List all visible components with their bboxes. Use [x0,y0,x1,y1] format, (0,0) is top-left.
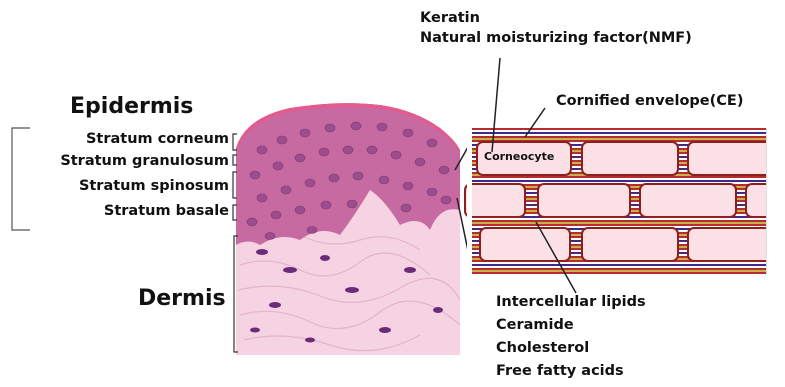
cornified-envelope-label: Cornified envelope(CE) [556,91,743,111]
epidermis-label: Epidermis [70,94,193,119]
epidermis-tissue [236,103,460,245]
free-fatty-acids-label: Free fatty acids [496,360,646,383]
ceramide-label: Ceramide [496,314,646,337]
stratum-spinosum-label: Stratum spinosum [4,178,229,194]
nmf-label: Natural moisturizing factor(NMF) [420,28,692,48]
cholesterol-label: Cholesterol [496,337,646,360]
corneocyte-label: Corneocyte [484,150,554,163]
stratum-corneum-label: Stratum corneum [4,131,229,147]
histology-image [236,99,460,360]
stratum-basale-label: Stratum basale [4,203,229,219]
intercellular-lipids-label: Intercellular lipids [496,291,646,314]
lipid-notes: Intercellular lipids Ceramide Cholestero… [496,291,646,383]
keratin-note: Keratin Natural moisturizing factor(NMF) [420,8,692,48]
stratum-granulosum-label: Stratum granulosum [4,153,229,169]
dermis-label: Dermis [138,286,226,311]
keratin-label: Keratin [420,8,692,28]
